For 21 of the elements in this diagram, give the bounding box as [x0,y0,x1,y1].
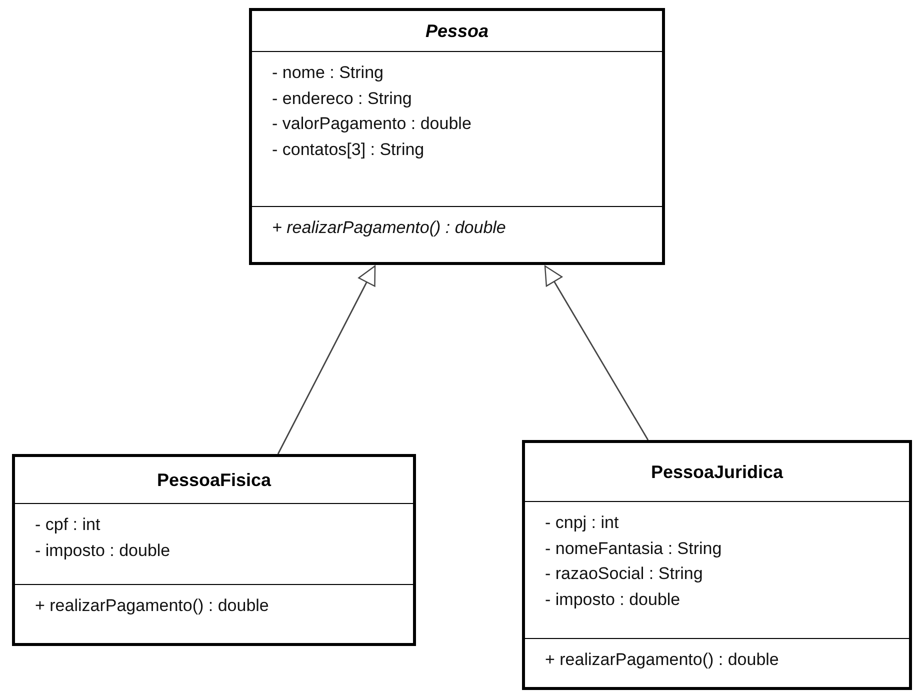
class-member: - imposto : double [35,540,172,562]
class-member: - endereco : String [272,88,413,110]
class-member: - contatos[3] : String [272,138,426,160]
class-member: + realizarPagamento() : double [35,595,270,618]
class-member: - cnpj : int [545,512,620,534]
class-name: PessoaJuridica [650,460,784,484]
class-name: PessoaFisica [156,468,272,492]
class-member: + realizarPagamento() : double [545,649,780,672]
class-box [12,454,416,646]
generalization-arrow [544,265,649,440]
generalization-arrow [277,265,376,454]
class-member: + realizarPagamento() : double [272,217,507,240]
class-box [249,8,665,265]
class-name: Pessoa [425,20,489,42]
class-member: - nome : String [272,62,384,84]
class-member: - razaoSocial : String [545,563,704,585]
class-member: - nomeFantasia : String [545,538,723,560]
class-member: - valorPagamento : double [272,113,472,135]
class-member: - cpf : int [35,514,102,536]
class-box [522,440,912,690]
class-member: - imposto : double [545,588,682,610]
